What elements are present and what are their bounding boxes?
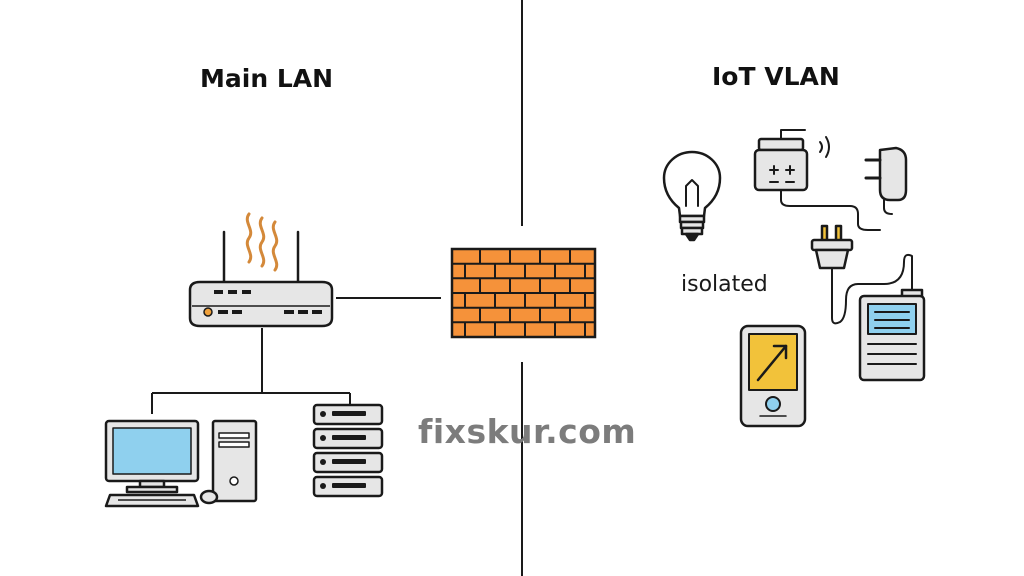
iot-hub-device-icon — [858, 288, 926, 382]
server-rack-icon — [312, 403, 384, 498]
connection-lines — [151, 297, 441, 414]
smart-plug-icon — [753, 129, 881, 231]
router-icon — [188, 230, 334, 328]
main-lan-heading: Main LAN — [200, 64, 334, 93]
watermark-text: fixskur.com — [418, 412, 637, 451]
smartphone-icon — [739, 324, 807, 428]
heat-waves-icon — [245, 212, 279, 272]
power-adapter-icon — [864, 146, 908, 215]
iot-vlan-heading: IoT VLAN — [712, 62, 840, 91]
desktop-computer-icon — [104, 419, 258, 508]
firewall-icon — [450, 247, 597, 339]
isolated-label: isolated — [681, 272, 768, 297]
light-bulb-icon — [662, 150, 722, 242]
power-plug-icon — [810, 224, 913, 325]
